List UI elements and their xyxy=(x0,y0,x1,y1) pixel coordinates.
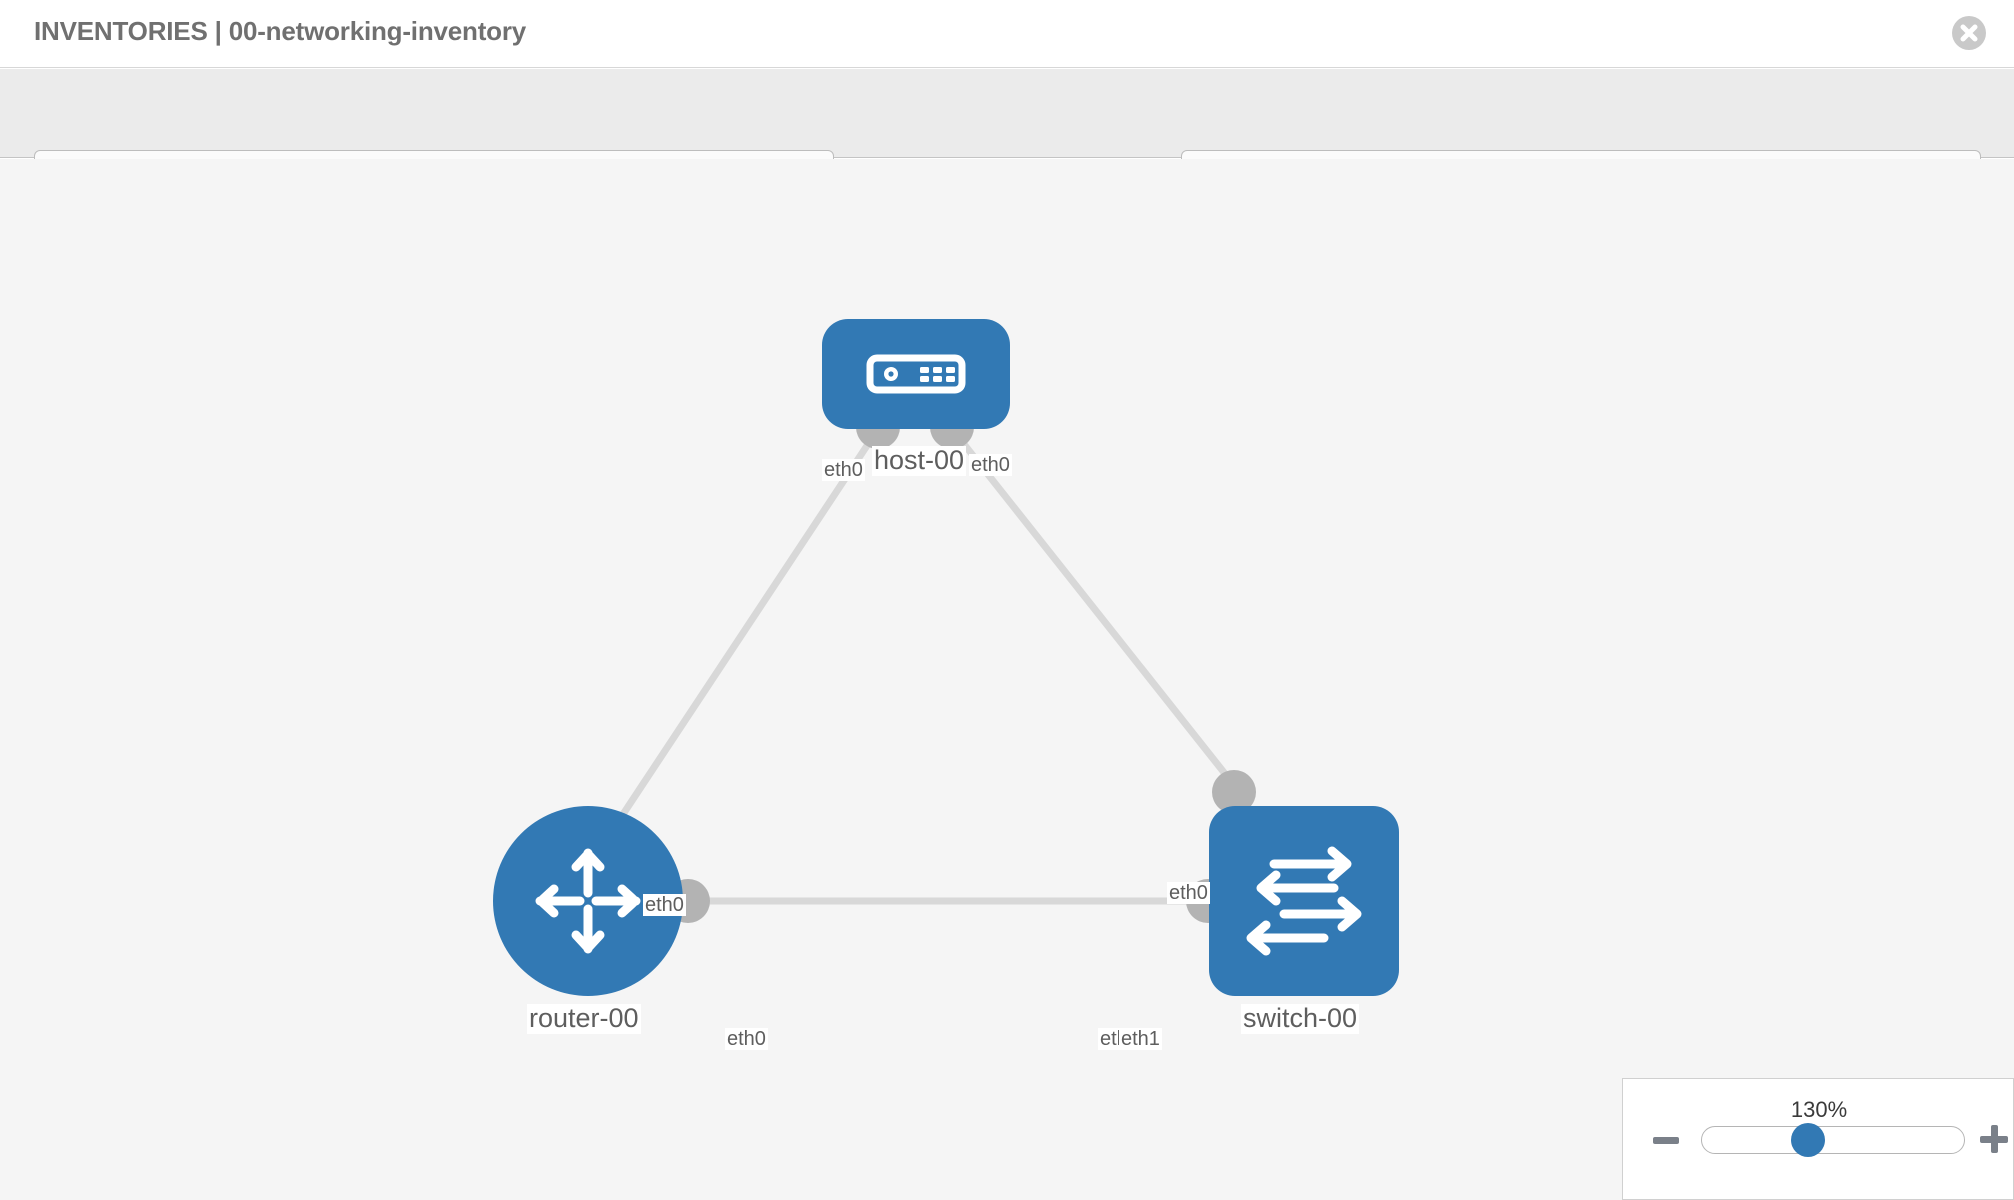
toolbar: ACTIONS SEARCH xyxy=(0,69,2014,202)
topology-node-host-00[interactable] xyxy=(822,319,1010,429)
page-title: INVENTORIES | 00-networking-inventory xyxy=(34,16,527,46)
edge-label-router-up: eth0 xyxy=(643,894,686,916)
server-icon xyxy=(866,354,966,394)
router-arrows-icon xyxy=(535,848,641,954)
edge-label-host-right: eth0 xyxy=(969,454,1012,476)
plus-icon[interactable] xyxy=(1980,1125,2008,1153)
topology-links xyxy=(597,405,1256,923)
minus-icon[interactable] xyxy=(1653,1137,1679,1144)
zoom-level-value: 130% xyxy=(1790,1097,1848,1122)
edge-label-host-left: eth0 xyxy=(822,459,865,481)
edge-label-router-right: eth0 xyxy=(725,1028,768,1050)
zoom-control-panel: 130% xyxy=(1622,1078,2014,1200)
edge-label-switch-left-front: eth1 xyxy=(1119,1028,1162,1050)
page-header: INVENTORIES | 00-networking-inventory xyxy=(0,0,2014,68)
topology-canvas[interactable]: host-00 eth0 eth0 router-00 eth0 eth0 sw… xyxy=(0,159,2014,1200)
close-icon[interactable] xyxy=(1952,16,1986,50)
topology-node-label-host-00: host-00 xyxy=(872,445,967,476)
topology-node-label-switch-00: switch-00 xyxy=(1241,1003,1360,1034)
zoom-slider-track[interactable] xyxy=(1701,1126,1965,1154)
edge-label-switch-up: eth0 xyxy=(1167,882,1210,904)
topology-node-label-router-00: router-00 xyxy=(527,1003,641,1034)
zoom-slider-handle[interactable] xyxy=(1791,1123,1825,1157)
switch-arrows-icon xyxy=(1246,846,1362,956)
topology-node-switch-00[interactable] xyxy=(1209,806,1399,996)
